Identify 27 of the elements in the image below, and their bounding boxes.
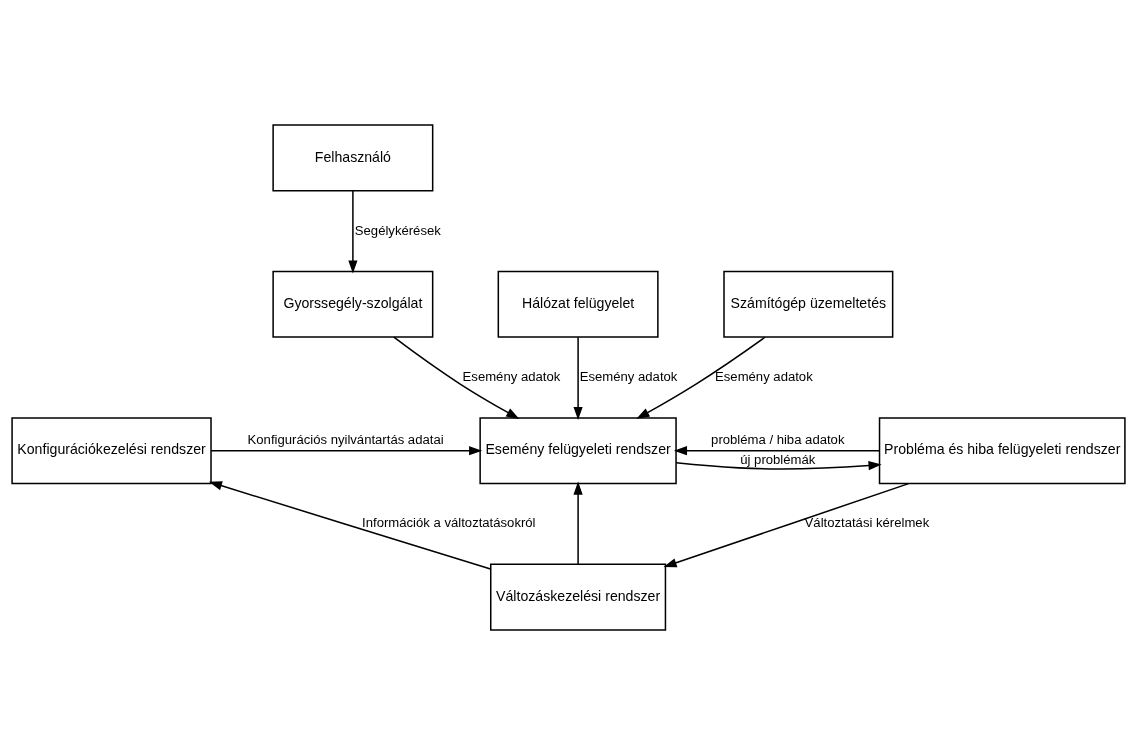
node-box: Esemény felügyeleti rendszer — [479, 416, 677, 484]
node-box: Gyorssegély-szolgálat — [272, 270, 434, 338]
arrow — [663, 482, 910, 567]
node-box: Konfigurációkezelési rendszer — [11, 416, 212, 484]
node-box: Probléma és hiba felügyeleti rendszer — [878, 416, 1126, 484]
arrow — [636, 336, 766, 419]
arrow — [573, 481, 583, 565]
arrow — [348, 189, 358, 274]
edge-label: Segélykérések — [354, 222, 441, 238]
edge-label: Változtatási kérelmek — [804, 514, 930, 530]
arrow — [673, 445, 880, 455]
node-box: Hálózat felügyelet — [497, 270, 659, 338]
node-box: Felhasználó — [272, 123, 434, 191]
edge-label: Információk a változtatásokról — [362, 514, 536, 530]
edge-label: új problémák — [740, 451, 816, 467]
arrow — [573, 336, 583, 420]
node-box: Számítógép üzemeltetés — [723, 270, 894, 338]
arrow — [208, 480, 492, 570]
edge-label: Konfigurációs nyilvántartás adatai — [247, 431, 444, 447]
edge-label: Esemény adatok — [462, 368, 561, 384]
edge-label: probléma / hiba adatok — [711, 431, 845, 447]
arrow — [393, 335, 520, 419]
edge-label: Esemény adatok — [579, 368, 678, 384]
edge-label: Esemény adatok — [715, 368, 813, 384]
node-box: Változáskezelési rendszer — [490, 563, 667, 631]
arrow — [210, 445, 483, 455]
arrow — [675, 460, 882, 470]
